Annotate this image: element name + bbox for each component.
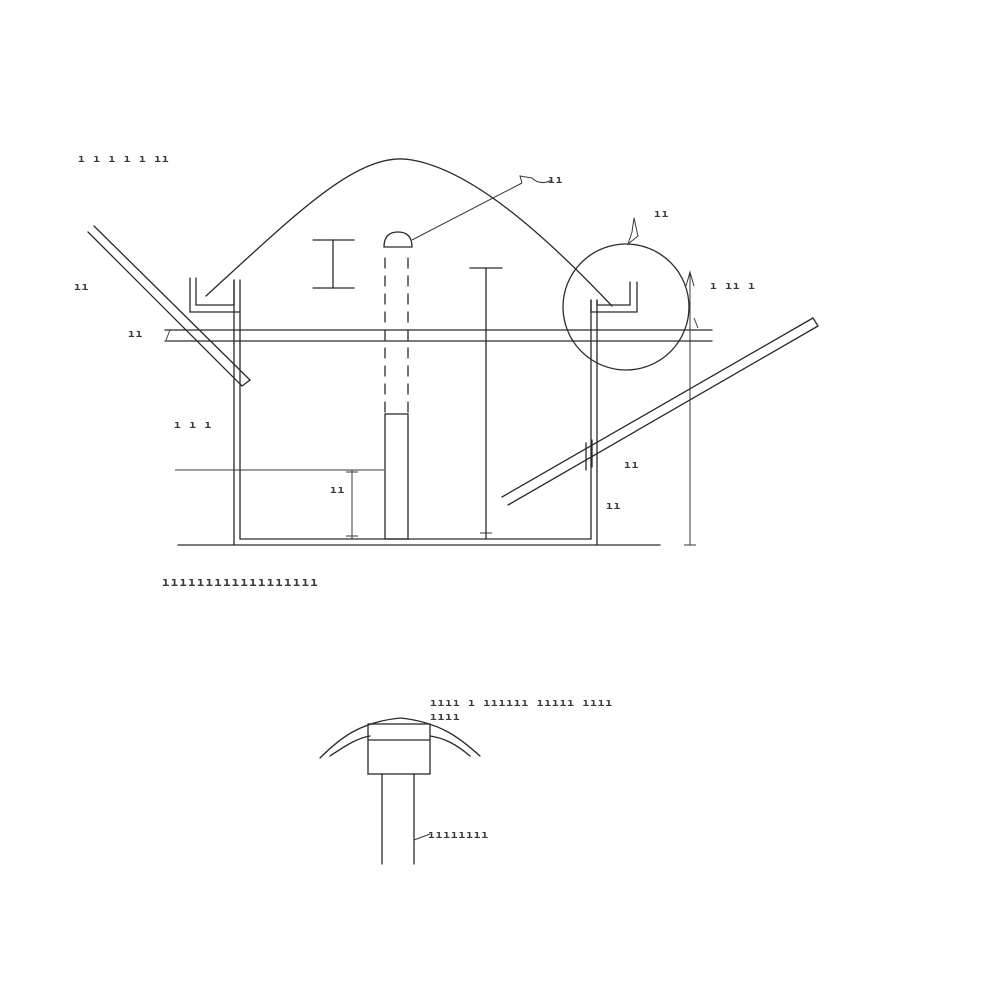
right-inclined-pipe <box>501 317 819 506</box>
detail-cap-wings <box>319 717 481 759</box>
probe-body <box>384 413 409 540</box>
left-inclined-pipe <box>87 225 251 387</box>
label-right-top: ı ıı ı <box>710 279 756 292</box>
dimension-lines <box>165 270 699 546</box>
detail-pipe <box>381 773 431 865</box>
center-probe <box>383 175 553 540</box>
label-probe-tag: ıı <box>548 173 563 186</box>
label-top-left: ı ı ı ı ı ıı <box>78 152 169 165</box>
tank-outline <box>233 279 598 546</box>
level-band <box>164 329 713 342</box>
i-beam-symbol <box>312 239 355 289</box>
label-right-low: ıı <box>606 499 621 512</box>
label-left-mid: ı ı ı <box>174 418 212 431</box>
detail-pipe-label: ıııııııı <box>428 828 489 841</box>
detail-caption-line-2: ıııı <box>430 710 461 723</box>
probe-dome <box>383 231 413 248</box>
right-bracket <box>590 281 638 313</box>
main-section-view: ı ı ı ı ı ıı ıı ıı ı ı ı ıı ıı ıı ı ıı ı… <box>74 152 819 589</box>
main-caption: ıııııııııııııııııı <box>162 575 319 589</box>
t-stand <box>469 267 503 540</box>
label-right-mid: ıı <box>624 458 639 471</box>
left-bracket <box>189 277 241 313</box>
arch-cable <box>205 158 613 307</box>
detail-cap-block <box>367 723 431 775</box>
label-inner-dim: ıı <box>330 483 345 496</box>
label-left-level: ıı <box>128 327 143 340</box>
label-left-ground: ıı <box>74 280 89 293</box>
detail-view: ıııı ı ıııııı ııııı ıııı ıııı ıııııııı <box>319 696 613 865</box>
detail-circle <box>562 243 690 371</box>
detail-caption-line-1: ıııı ı ıııııı ııııı ıııı <box>430 696 613 709</box>
label-circle-tag: ıı <box>654 207 669 220</box>
